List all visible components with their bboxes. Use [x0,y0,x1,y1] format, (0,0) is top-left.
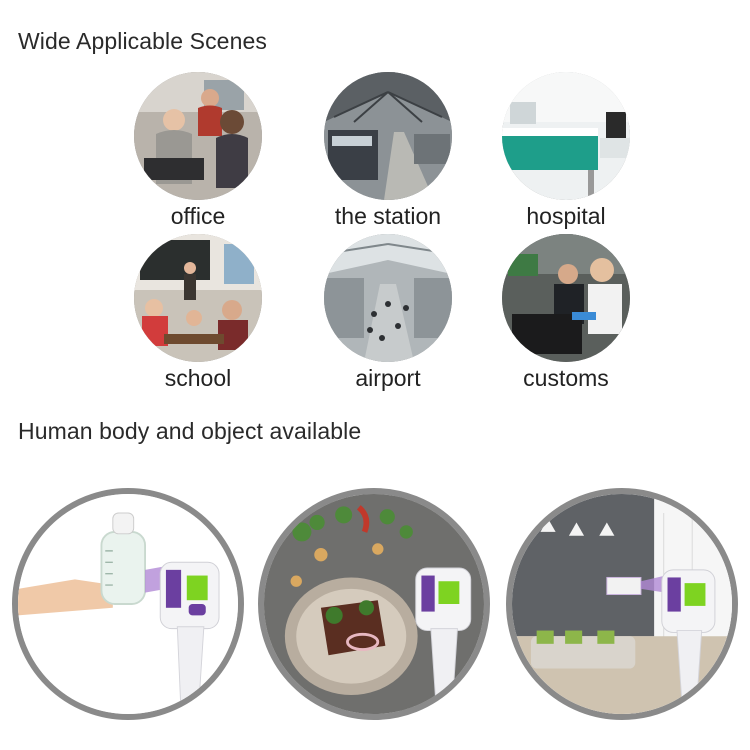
hospital-room-photo [502,72,630,200]
scene-label: hospital [526,203,606,229]
food-plate-thermometer-photo [258,488,490,720]
scene-office: office [108,72,288,230]
scene-label: the station [334,203,442,229]
scene-label: airport [355,365,421,391]
classroom-photo [134,234,262,362]
office-photo [134,72,262,200]
scene-label: customs [523,365,609,391]
baby-bottle-thermometer-photo [12,488,244,720]
usage-heading: Human body and object available [18,418,362,444]
scene-school: school [108,234,288,392]
scene-customs: customs [476,234,656,392]
scene-station: the station [298,72,478,230]
scenes-heading: Wide Applicable Scenes [18,28,267,54]
scene-label: school [164,365,232,391]
scene-hospital: hospital [476,72,656,230]
train-station-photo [324,72,452,200]
customs-officers-photo [502,234,630,362]
living-room-thermometer-photo [506,488,738,720]
scene-label: office [170,203,226,229]
scene-airport: airport [298,234,478,392]
airport-hall-photo [324,234,452,362]
